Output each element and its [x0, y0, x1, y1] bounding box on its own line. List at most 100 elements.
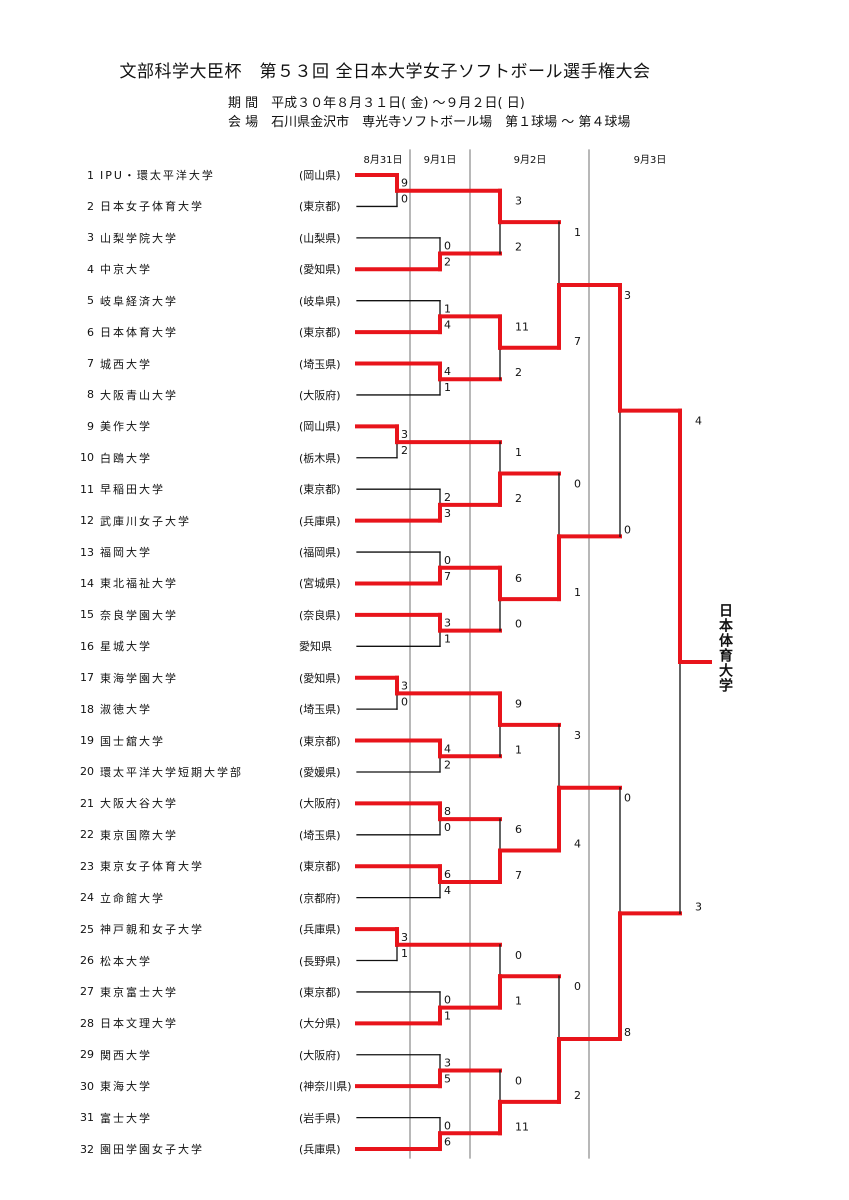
team-prefecture: (宮城県)	[299, 577, 341, 591]
score-label: 3	[444, 507, 451, 520]
team-prefecture: (岡山県)	[299, 169, 341, 182]
team-prefecture: (岐阜県)	[299, 294, 341, 308]
team-number: 14	[80, 576, 94, 590]
champion-name: 日本体育大学	[717, 603, 733, 693]
score-label: 1	[574, 586, 581, 599]
team-name: 東北福祉大学	[100, 577, 178, 591]
team-number: 13	[80, 545, 94, 559]
team-name: 東京富士大学	[100, 985, 178, 999]
team-name: 日本女子体育大学	[100, 200, 204, 214]
score-label: 2	[515, 366, 522, 379]
day-header-aug31: 8月31日	[363, 155, 403, 166]
score-label: 2	[444, 256, 451, 269]
team-name: 関西大学	[100, 1048, 152, 1062]
team-name: 奈良学園大学	[100, 608, 178, 622]
team-name: 白鴎大学	[100, 451, 152, 465]
score-label: 8	[624, 1026, 631, 1039]
score-label: 6	[515, 823, 522, 836]
score-label: 4	[574, 838, 581, 851]
day-header-sep1: 9月1日	[423, 155, 457, 166]
team-prefecture: (大阪府)	[299, 797, 341, 811]
score-label: 0	[401, 695, 408, 708]
score-label: 0	[515, 1074, 522, 1087]
score-label: 1	[401, 947, 408, 960]
team-prefecture: (兵庫県)	[299, 923, 341, 937]
score-label: 3	[401, 428, 408, 441]
team-row: 14 東北福祉大学 (宮城県)	[70, 575, 341, 591]
team-name: 東海大学	[100, 1080, 152, 1094]
score-label: 0	[444, 994, 451, 1007]
score-label: 3	[401, 679, 408, 692]
team-name: 富士大学	[100, 1111, 152, 1125]
score-label: 2	[444, 491, 451, 504]
team-number: 20	[80, 765, 94, 779]
team-prefecture: (愛媛県)	[299, 765, 341, 779]
score-label: 7	[574, 335, 581, 348]
team-number: 6	[87, 325, 94, 339]
team-prefecture: (栃木県)	[299, 451, 341, 465]
team-number: 18	[80, 702, 94, 716]
team-number: 10	[80, 451, 94, 465]
team-row: 10 白鴎大学 (栃木県)	[70, 450, 341, 466]
score-label: 11	[515, 320, 529, 333]
score-label: 0	[624, 792, 631, 805]
score-label: 0	[444, 240, 451, 253]
team-name: 東京国際大学	[100, 828, 178, 842]
team-number: 24	[80, 891, 94, 905]
score-label: 0	[574, 980, 581, 993]
score-label: 2	[444, 758, 451, 771]
score-label: 7	[444, 570, 451, 583]
score-label: 2	[515, 492, 522, 505]
team-number: 2	[87, 199, 94, 213]
score-label: 0	[444, 821, 451, 834]
score-label: 0	[624, 523, 631, 536]
team-number: 3	[87, 231, 94, 245]
team-name: 城西大学	[100, 357, 152, 371]
score-label: 9	[515, 697, 522, 710]
score-label: 0	[515, 618, 522, 631]
team-name: 神戸親和女子大学	[100, 923, 204, 937]
team-number: 11	[80, 482, 94, 496]
score-label: 3	[401, 931, 408, 944]
team-number: 16	[80, 639, 94, 653]
team-prefecture: 愛知県	[299, 640, 332, 654]
team-number: 17	[80, 671, 94, 685]
team-number: 8	[87, 388, 94, 402]
score-label: 0	[444, 1119, 451, 1132]
team-name: 星城大学	[100, 640, 152, 654]
page-title: 文部科学大臣杯 第５３回 全日本大学女子ソフトボール選手権大会	[119, 62, 651, 82]
team-prefecture: (大分県)	[299, 1017, 341, 1031]
team-number: 22	[80, 828, 94, 842]
team-number: 12	[80, 514, 94, 528]
team-number: 15	[80, 608, 94, 622]
score-label: 3	[624, 289, 631, 302]
score-label: 0	[515, 949, 522, 962]
team-name: 中京大学	[100, 263, 152, 277]
score-label: 1	[515, 743, 522, 756]
day-header-sep2: 9月2日	[513, 155, 547, 166]
score-label: 4	[444, 742, 451, 755]
team-number: 28	[80, 1016, 94, 1030]
score-label: 11	[515, 1120, 529, 1133]
team-prefecture: (岩手県)	[299, 1111, 341, 1125]
score-label: 1	[444, 302, 451, 315]
score-label: 3	[515, 195, 522, 208]
team-number: 19	[80, 734, 94, 748]
score-label: 1	[574, 226, 581, 239]
score-label: 2	[515, 241, 522, 254]
score-label: 4	[444, 318, 451, 331]
score-label: 3	[444, 617, 451, 630]
